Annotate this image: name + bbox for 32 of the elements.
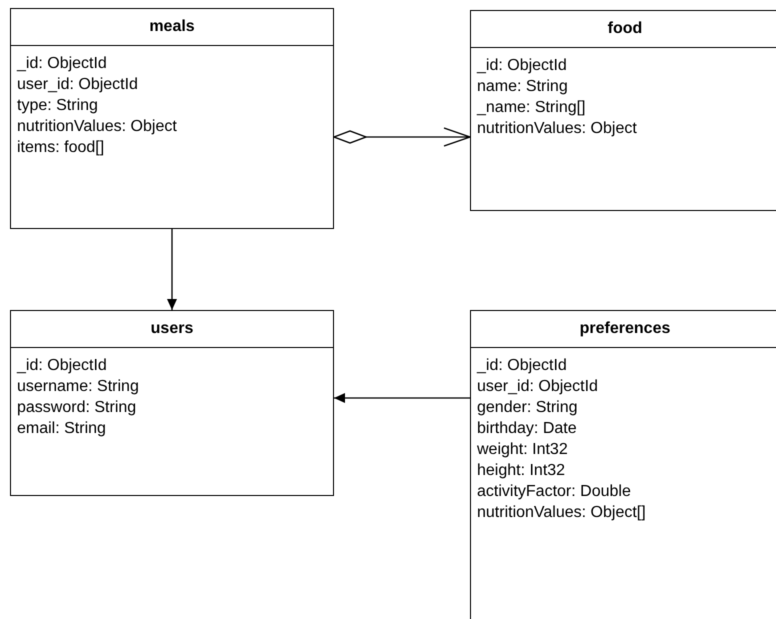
arrow bbox=[334, 393, 470, 403]
attribute-text: gender: String bbox=[477, 398, 578, 418]
attribute-text: username: String bbox=[17, 377, 139, 397]
attribute-text: user_id: ObjectId bbox=[17, 75, 138, 95]
class-name: users bbox=[150, 320, 194, 337]
class-box bbox=[10, 8, 334, 229]
class-box bbox=[470, 10, 776, 211]
attribute-text: type: String bbox=[17, 96, 98, 116]
attribute-text: _name: String[] bbox=[477, 98, 586, 118]
attribute-text: _id: ObjectId bbox=[17, 356, 107, 376]
arrow bbox=[167, 229, 177, 310]
attribute-text: _id: ObjectId bbox=[477, 356, 567, 376]
class-name: meals bbox=[149, 18, 195, 35]
attribute-text: birthday: Date bbox=[477, 419, 577, 439]
class-name: food bbox=[608, 20, 642, 37]
attribute-text: password: String bbox=[17, 398, 136, 418]
class-box bbox=[470, 310, 776, 619]
attribute-text: _id: ObjectId bbox=[17, 54, 107, 74]
attribute-text: email: String bbox=[17, 419, 106, 439]
attribute-text: name: String bbox=[477, 77, 568, 97]
attribute-text: user_id: ObjectId bbox=[477, 377, 598, 397]
attribute-text: nutritionValues: Object bbox=[477, 119, 637, 139]
attribute-text: nutritionValues: Object[] bbox=[477, 503, 646, 523]
class-box bbox=[10, 310, 334, 496]
class-name: preferences bbox=[580, 320, 670, 337]
aggregation-arrow bbox=[333, 127, 471, 147]
attribute-text: height: Int32 bbox=[477, 461, 566, 481]
attribute-text: weight: Int32 bbox=[477, 440, 568, 460]
attribute-text: items: food[] bbox=[17, 138, 104, 158]
attribute-text: _id: ObjectId bbox=[477, 56, 567, 76]
attribute-text: nutritionValues: Object bbox=[17, 117, 177, 137]
attribute-text: activityFactor: Double bbox=[477, 482, 631, 502]
